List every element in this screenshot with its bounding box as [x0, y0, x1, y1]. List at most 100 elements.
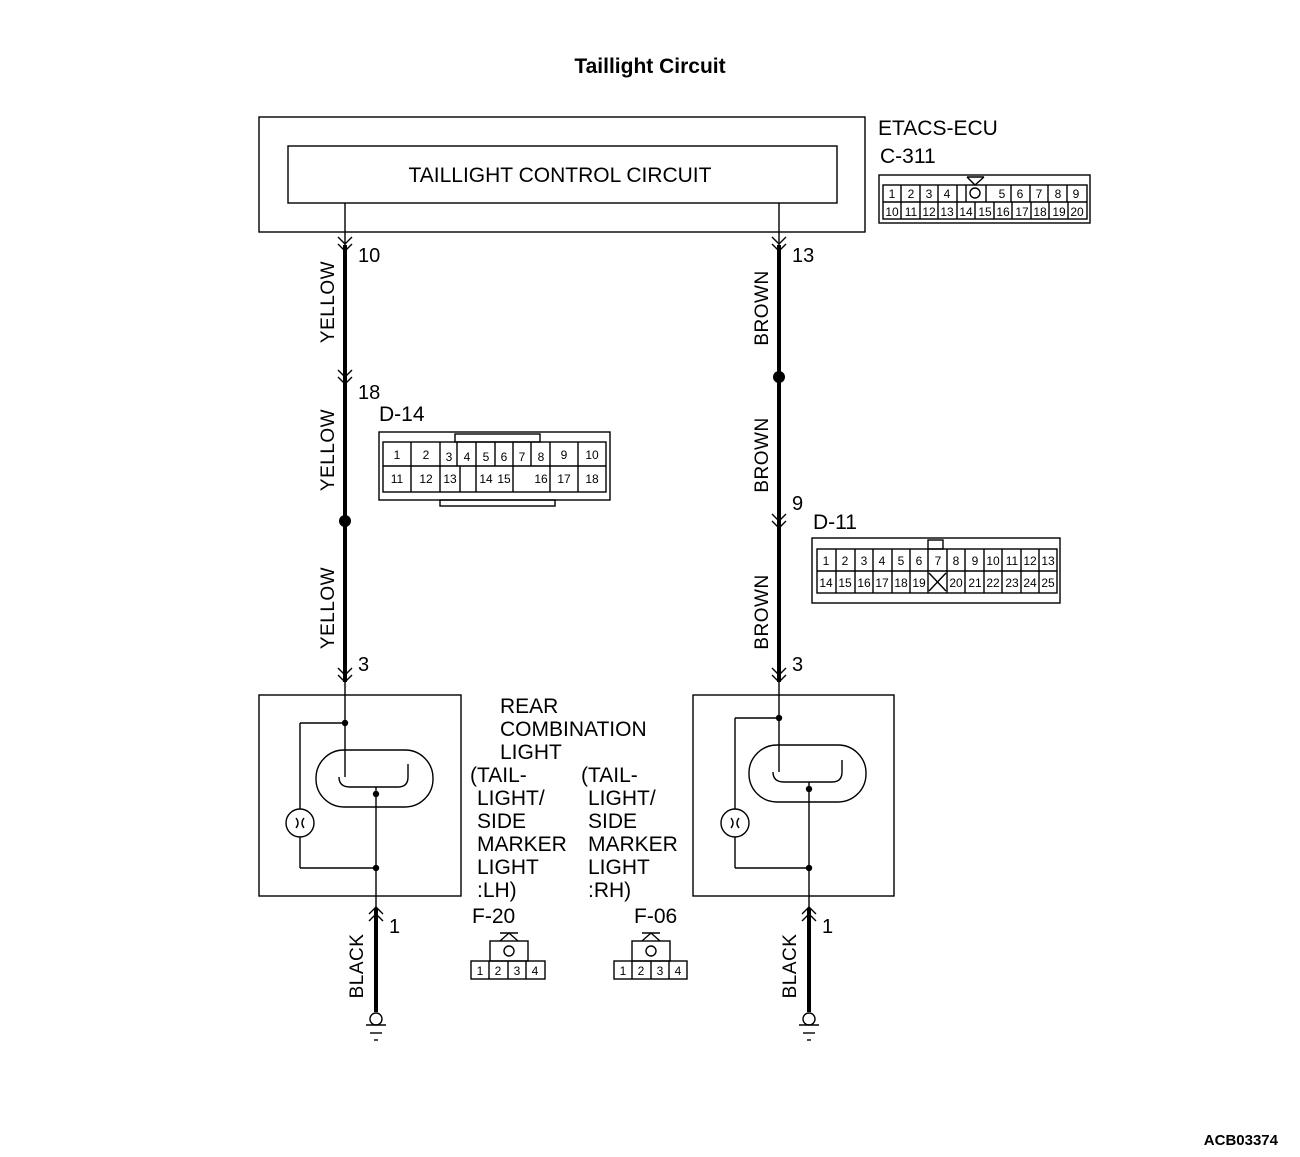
- lamp-label-lh: (TAIL- LIGHT/ SIDE MARKER LIGHT :LH): [470, 764, 567, 902]
- d11-pin: 5: [898, 554, 905, 568]
- svg-text:15: 15: [978, 205, 992, 219]
- d11-pin: 12: [1023, 554, 1037, 568]
- f06-connector-label: F-06: [634, 905, 677, 928]
- svg-text::LH): :LH): [477, 879, 517, 902]
- svg-text::RH): :RH): [588, 879, 631, 902]
- left-ground-icon: [366, 1012, 386, 1041]
- d11-pin: 23: [1005, 576, 1019, 590]
- svg-text:16: 16: [996, 205, 1010, 219]
- taillight-bulb-icon: [315, 749, 434, 808]
- f06-pin: 4: [675, 964, 682, 978]
- d14-pin: 2: [423, 448, 430, 462]
- svg-text:LIGHT: LIGHT: [588, 856, 650, 879]
- left-splice-dot: [339, 515, 351, 527]
- d11-pin: 6: [916, 554, 923, 568]
- taillight-control-circuit-box: [287, 145, 838, 204]
- d11-pin: 17: [875, 576, 889, 590]
- right-d11-terminal-chevron: [771, 513, 787, 529]
- d14-pin: 15: [497, 472, 511, 486]
- d11-pin: 9: [972, 554, 979, 568]
- f06-pin: 3: [657, 964, 664, 978]
- lamp-label-line2: COMBINATION: [500, 718, 647, 741]
- d11-pin: 1: [823, 554, 830, 568]
- right-wire-color-3: BROWN: [752, 574, 773, 649]
- rear-combination-light-rh: [692, 682, 895, 908]
- d14-pin: 14: [479, 472, 493, 486]
- d11-pin: 19: [912, 576, 926, 590]
- svg-text:20: 20: [1070, 205, 1084, 219]
- d11-pin: 15: [838, 576, 852, 590]
- right-ground-terminal-chevron: [801, 906, 817, 922]
- c311-pin: 4: [944, 187, 951, 201]
- c311-pin: 1: [889, 187, 896, 201]
- right-ground-icon: [799, 1012, 819, 1041]
- d11-pin: 11: [1006, 554, 1019, 568]
- c311-connector-label: C-311: [880, 145, 936, 168]
- diagram-title: Taillight Circuit: [574, 55, 725, 78]
- svg-text:(TAIL-: (TAIL-: [470, 764, 527, 787]
- d14-connector-face: 1 2 3 4 5 6 7 8 9 10 11 12 13 14 15 16 1…: [378, 431, 611, 507]
- d11-pin: 21: [968, 576, 982, 590]
- d14-pin: 18: [585, 472, 599, 486]
- taillight-control-circuit-label: TAILLIGHT CONTROL CIRCUIT: [409, 164, 712, 187]
- svg-text:19: 19: [1052, 205, 1066, 219]
- svg-text:10: 10: [885, 205, 899, 219]
- left-ground-pin: 1: [389, 916, 400, 938]
- d11-pin: 24: [1023, 576, 1037, 590]
- f06-connector-face: 1 2 3 4: [613, 932, 688, 980]
- right-wire-color-1: BROWN: [752, 270, 773, 345]
- right-splice-dot: [773, 371, 785, 383]
- d14-pin: 13: [443, 472, 457, 486]
- d11-connector-face: 1 2 3 4 5 6 7 8 9 10 11 12 13 14 15 16 1…: [811, 537, 1061, 604]
- svg-text:MARKER: MARKER: [477, 833, 567, 856]
- f20-pin: 4: [532, 964, 539, 978]
- svg-text:LIGHT/: LIGHT/: [588, 787, 656, 810]
- svg-text:12: 12: [922, 205, 936, 219]
- svg-text:18: 18: [1033, 205, 1047, 219]
- svg-text:LIGHT: LIGHT: [477, 856, 539, 879]
- d14-connector-label: D-14: [379, 403, 425, 426]
- svg-text:(TAIL-: (TAIL-: [581, 764, 638, 787]
- d14-pin: 5: [483, 450, 490, 464]
- d14-pin: 16: [534, 472, 548, 486]
- side-marker-bulb-icon: [285, 808, 315, 838]
- left-wire-color-2: YELLOW: [318, 409, 339, 491]
- c311-pin: 3: [926, 187, 933, 201]
- left-d14-terminal-chevron: [337, 369, 353, 385]
- c311-connector-face: 1 2 3 4 5 6 7 8 9 10 11 12 13 14 15 16 1…: [878, 174, 1091, 224]
- d11-pin: 4: [879, 554, 886, 568]
- d11-pin: 3: [861, 554, 868, 568]
- d14-pin: 3: [446, 450, 453, 464]
- d11-connector-label: D-11: [813, 511, 857, 534]
- d14-pin: 4: [464, 450, 471, 464]
- d11-pin: 25: [1041, 576, 1055, 590]
- right-lamp-pin: 3: [792, 654, 803, 676]
- d14-pin: 11: [391, 472, 404, 486]
- svg-text:MARKER: MARKER: [588, 833, 678, 856]
- left-ecu-pin: 10: [358, 245, 380, 267]
- etacs-ecu-label: ETACS-ECU: [878, 117, 998, 140]
- right-ecu-terminal-chevron: [771, 236, 787, 252]
- svg-text:11: 11: [905, 205, 918, 219]
- d14-pin: 6: [501, 450, 508, 464]
- right-wire-color-2: BROWN: [752, 417, 773, 492]
- right-ground-wire-color: BLACK: [780, 934, 801, 999]
- d14-pin: 7: [519, 450, 526, 464]
- d11-pin: 7: [935, 554, 942, 568]
- d11-pin: 2: [842, 554, 849, 568]
- d14-pin: 8: [538, 450, 545, 464]
- side-marker-bulb-icon: [720, 808, 750, 838]
- c311-pin: 9: [1073, 187, 1080, 201]
- c311-pin: 8: [1055, 187, 1062, 201]
- rear-combination-light-lh: [258, 682, 462, 908]
- f06-pin: 2: [638, 964, 645, 978]
- svg-text:LIGHT/: LIGHT/: [477, 787, 545, 810]
- f20-connector-face: 1 2 3 4: [470, 932, 546, 980]
- left-wire-color-3: YELLOW: [318, 567, 339, 649]
- left-ground-wire-color: BLACK: [347, 934, 368, 999]
- figure-code: ACB03374: [1204, 1132, 1279, 1149]
- d14-pin: 12: [419, 472, 433, 486]
- svg-text:17: 17: [1015, 205, 1029, 219]
- svg-text:14: 14: [959, 205, 973, 219]
